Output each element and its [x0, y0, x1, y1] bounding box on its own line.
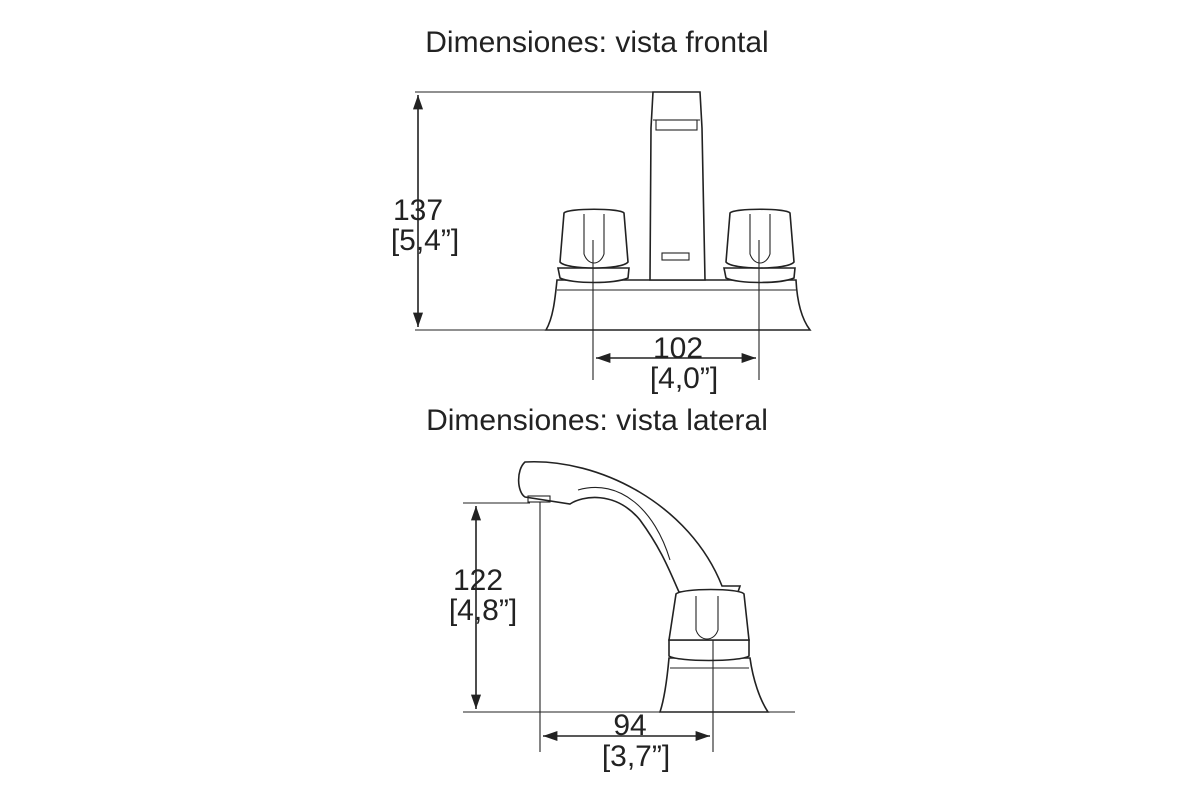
side-height-in: [4,8”] — [449, 594, 517, 627]
front-view-title: Dimensiones: vista frontal — [425, 26, 768, 59]
front-base — [544, 279, 812, 331]
side-reach-mm: 94 — [613, 709, 646, 742]
front-spout — [649, 91, 706, 281]
side-view: Dimensiones: vista lateral 122 [4,8”] 94… — [426, 404, 795, 773]
side-height-mm: 122 — [453, 564, 503, 597]
front-height-in: [5,4”] — [391, 224, 459, 257]
front-spacing-in: [4,0”] — [650, 362, 718, 395]
side-handle — [668, 588, 750, 662]
side-view-title: Dimensiones: vista lateral — [426, 404, 768, 437]
side-base — [658, 657, 770, 713]
brand-plate — [661, 252, 690, 261]
side-spout — [517, 461, 742, 593]
side-reach-in: [3,7”] — [602, 740, 670, 773]
front-view: Dimensiones: vista frontal 13 — [391, 26, 812, 395]
front-spacing-mm: 102 — [653, 332, 703, 365]
front-height-mm: 137 — [393, 194, 443, 227]
front-left-handle — [557, 208, 630, 284]
